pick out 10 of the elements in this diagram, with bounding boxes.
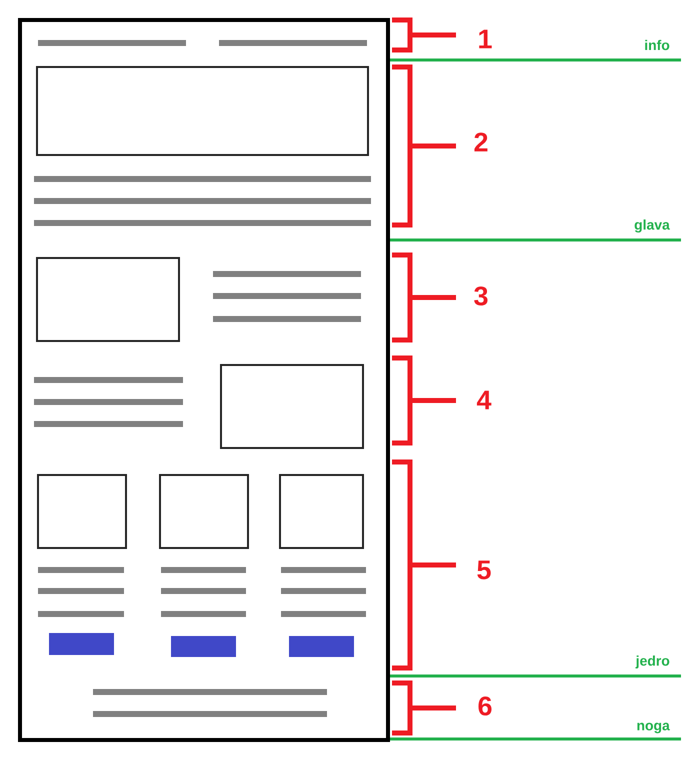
section-number: 2 (474, 132, 488, 152)
section-number: 5 (477, 560, 491, 580)
section-label: jedro (635, 656, 670, 668)
section-number: 3 (474, 286, 488, 306)
section-number: 6 (478, 696, 492, 716)
section-label: glava (634, 219, 670, 233)
section-number: 1 (479, 30, 492, 48)
section-number: 4 (476, 390, 492, 410)
section-label: noga (637, 722, 670, 734)
section-label: info (645, 40, 670, 50)
